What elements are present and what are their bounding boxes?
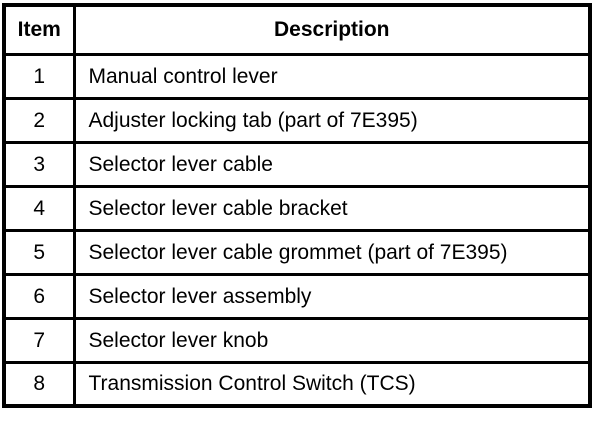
item-cell: 2 <box>2 96 76 144</box>
description-cell: Selector lever knob <box>72 316 592 364</box>
table-row: 5 Selector lever cable grommet (part of … <box>2 228 592 276</box>
item-cell: 4 <box>2 184 76 232</box>
description-cell: Adjuster locking tab (part of 7E395) <box>72 96 592 144</box>
table-row: 8 Transmission Control Switch (TCS) <box>2 360 592 408</box>
description-cell: Selector lever cable <box>72 140 592 188</box>
table-row: 3 Selector lever cable <box>2 140 592 188</box>
item-cell: 8 <box>2 360 76 408</box>
table-row: 4 Selector lever cable bracket <box>2 184 592 232</box>
item-cell: 5 <box>2 228 76 276</box>
item-cell: 7 <box>2 316 76 364</box>
header-cell-description: Description <box>72 3 592 56</box>
description-cell: Manual control lever <box>72 52 592 100</box>
table-row: 1 Manual control lever <box>2 52 592 100</box>
table-row: 7 Selector lever knob <box>2 316 592 364</box>
header-cell-item: Item <box>2 3 76 56</box>
item-cell: 1 <box>2 52 76 100</box>
table-row: 2 Adjuster locking tab (part of 7E395) <box>2 96 592 144</box>
description-cell: Selector lever cable grommet (part of 7E… <box>72 228 592 276</box>
table-header-row: Item Description <box>2 3 592 56</box>
item-cell: 6 <box>2 272 76 320</box>
item-cell: 3 <box>2 140 76 188</box>
description-cell: Selector lever assembly <box>72 272 592 320</box>
parts-table: Item Description 1 Manual control lever … <box>2 3 592 408</box>
description-cell: Selector lever cable bracket <box>72 184 592 232</box>
table-row: 6 Selector lever assembly <box>2 272 592 320</box>
description-cell: Transmission Control Switch (TCS) <box>72 360 592 408</box>
